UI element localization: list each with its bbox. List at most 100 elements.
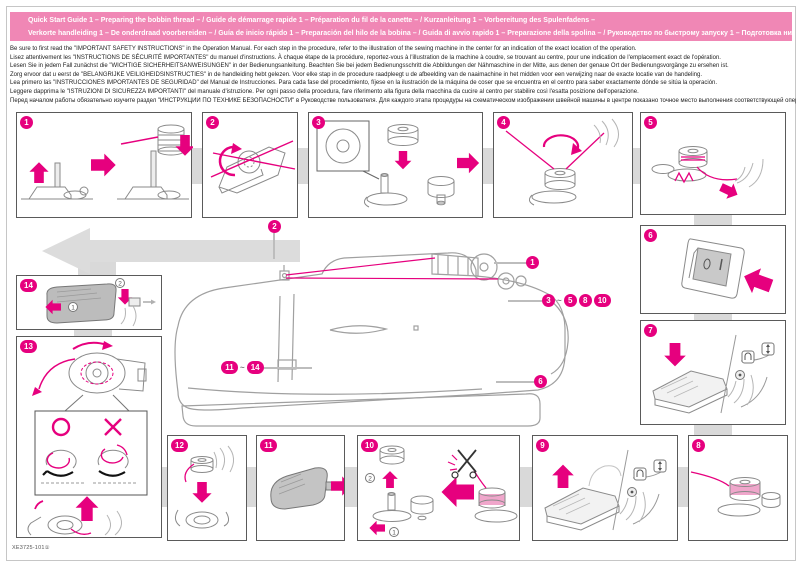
step-3-illustration	[316, 120, 480, 208]
up-arrow-icon	[29, 162, 49, 183]
thread-line	[70, 528, 92, 535]
step-badge: 4	[497, 116, 510, 129]
thread-line	[696, 166, 738, 181]
hand-icon	[734, 158, 764, 188]
bobbin-cover-icon	[46, 283, 117, 324]
callout-badge: 10	[593, 294, 611, 307]
step-panel-12: 12	[167, 435, 247, 541]
step-badge: 12	[171, 439, 188, 452]
needle-position-icon	[741, 350, 755, 364]
callout-line	[496, 381, 534, 383]
start-stop-icon	[653, 459, 667, 473]
down-arrow-icon	[394, 151, 412, 170]
thread-line	[473, 469, 487, 489]
inset-pointer	[64, 394, 130, 412]
header-title-line1: Quick Start Guide 1 – Preparing the bobb…	[28, 17, 596, 24]
up-arrow-icon	[75, 496, 99, 521]
flow-connector	[694, 215, 732, 225]
callout-badge: 14	[246, 361, 264, 374]
hand-icon	[593, 118, 619, 148]
callout-bobbin-range: 11 ~ 14	[221, 361, 264, 374]
flow-connector	[74, 330, 112, 336]
step-panel-4: 4	[493, 112, 633, 218]
spool-icon	[431, 253, 498, 281]
step-panel-11: 11	[256, 435, 345, 541]
step-panel-5: 5	[640, 112, 786, 215]
step-badge: 5	[644, 116, 657, 129]
thread-scribble	[674, 171, 694, 184]
step-badge: 13	[20, 340, 37, 353]
callout-badge: 5	[563, 294, 577, 307]
step-2-illustration	[210, 140, 296, 194]
callout-badge: 11	[221, 361, 238, 374]
flow-arrow-left-icon	[42, 228, 300, 274]
callout-power-switch: 6	[534, 375, 547, 388]
big-left-arrow-icon	[441, 477, 474, 507]
substep-1-label: 1	[68, 302, 78, 312]
right-arrow-icon	[457, 152, 480, 174]
step-8-illustration	[690, 471, 781, 517]
step-9-illustration	[544, 449, 667, 531]
intro-line-fr: Lisez attentivement les "INSTRUCTIONS DE…	[10, 54, 721, 61]
step-panel-6: 6	[640, 225, 786, 314]
bobbin-cover-icon	[270, 467, 328, 510]
hand-icon	[104, 510, 122, 536]
flow-connector	[520, 467, 532, 507]
thread-path	[38, 341, 114, 390]
step-panel-1: 1	[16, 112, 193, 218]
correct-mark-icon	[51, 417, 71, 437]
substep-1-label: 1	[389, 527, 399, 537]
step-panel-9: 9	[532, 435, 678, 541]
flow-connector	[192, 148, 202, 184]
step-panel-3: 3	[308, 112, 483, 218]
thread-line	[184, 463, 195, 483]
intro-line-en: Be sure to first read the "IMPORTANT SAF…	[10, 46, 637, 52]
needle-position-icon	[633, 467, 647, 481]
range-tilde: ~	[557, 296, 562, 305]
left-arrow-icon	[369, 520, 385, 536]
step-11-illustration	[270, 467, 344, 510]
thread-direction	[46, 444, 128, 469]
step-badge: 11	[260, 439, 277, 452]
flow-connector	[694, 425, 732, 435]
step-badge: 3	[312, 116, 325, 129]
step-badge: 10	[361, 439, 378, 452]
right-arrow-icon	[91, 153, 116, 177]
step-panel-7: 7	[640, 320, 786, 425]
step-1-illustration	[21, 124, 193, 200]
right-arrow-icon	[331, 476, 344, 496]
rotate-arrow-icon	[218, 145, 236, 177]
callout-spool: 1	[526, 256, 539, 269]
power-switch-marks	[703, 258, 723, 271]
flow-connector	[162, 467, 167, 507]
intro-line-nl: Zorg ervoor dat u eerst de "BELANGRIJKE …	[10, 71, 703, 78]
sewing-machine-illustration	[174, 252, 569, 427]
intro-line-it: Leggere dapprima le "ISTRUZIONI DI SICUR…	[10, 88, 639, 95]
step-panel-14: 14 1 2	[16, 275, 162, 330]
callout-badge: 1	[526, 256, 539, 269]
callout-line	[508, 300, 542, 302]
thread-guide-icon	[279, 265, 290, 281]
intro-line-es: Lea primero las "INSTRUCCIONES IMPORTANT…	[10, 80, 718, 87]
flow-connector	[694, 314, 732, 320]
svg-text:2: 2	[118, 281, 122, 288]
callout-thread-guide: 2	[268, 220, 281, 233]
press-arrow-icon	[739, 263, 776, 299]
callout-line	[273, 233, 275, 259]
flow-connector	[633, 148, 640, 184]
flow-connector	[483, 148, 493, 184]
range-tilde: ~	[240, 363, 245, 372]
down-arrow-icon	[664, 343, 686, 367]
svg-text:2: 2	[368, 476, 372, 483]
latch-icon	[128, 297, 141, 307]
flow-connector	[345, 467, 357, 507]
thread-line	[120, 136, 159, 145]
step-badge: 14	[20, 279, 37, 292]
step-badge: 6	[644, 229, 657, 242]
hand-icon	[727, 374, 754, 406]
hand-icon	[120, 305, 137, 327]
flow-connector	[298, 148, 308, 184]
start-stop-icon	[761, 342, 775, 356]
wound-thread	[730, 484, 760, 495]
intro-line-de: Lesen Sie in jedem Fall zunächst die "WI…	[10, 63, 729, 70]
